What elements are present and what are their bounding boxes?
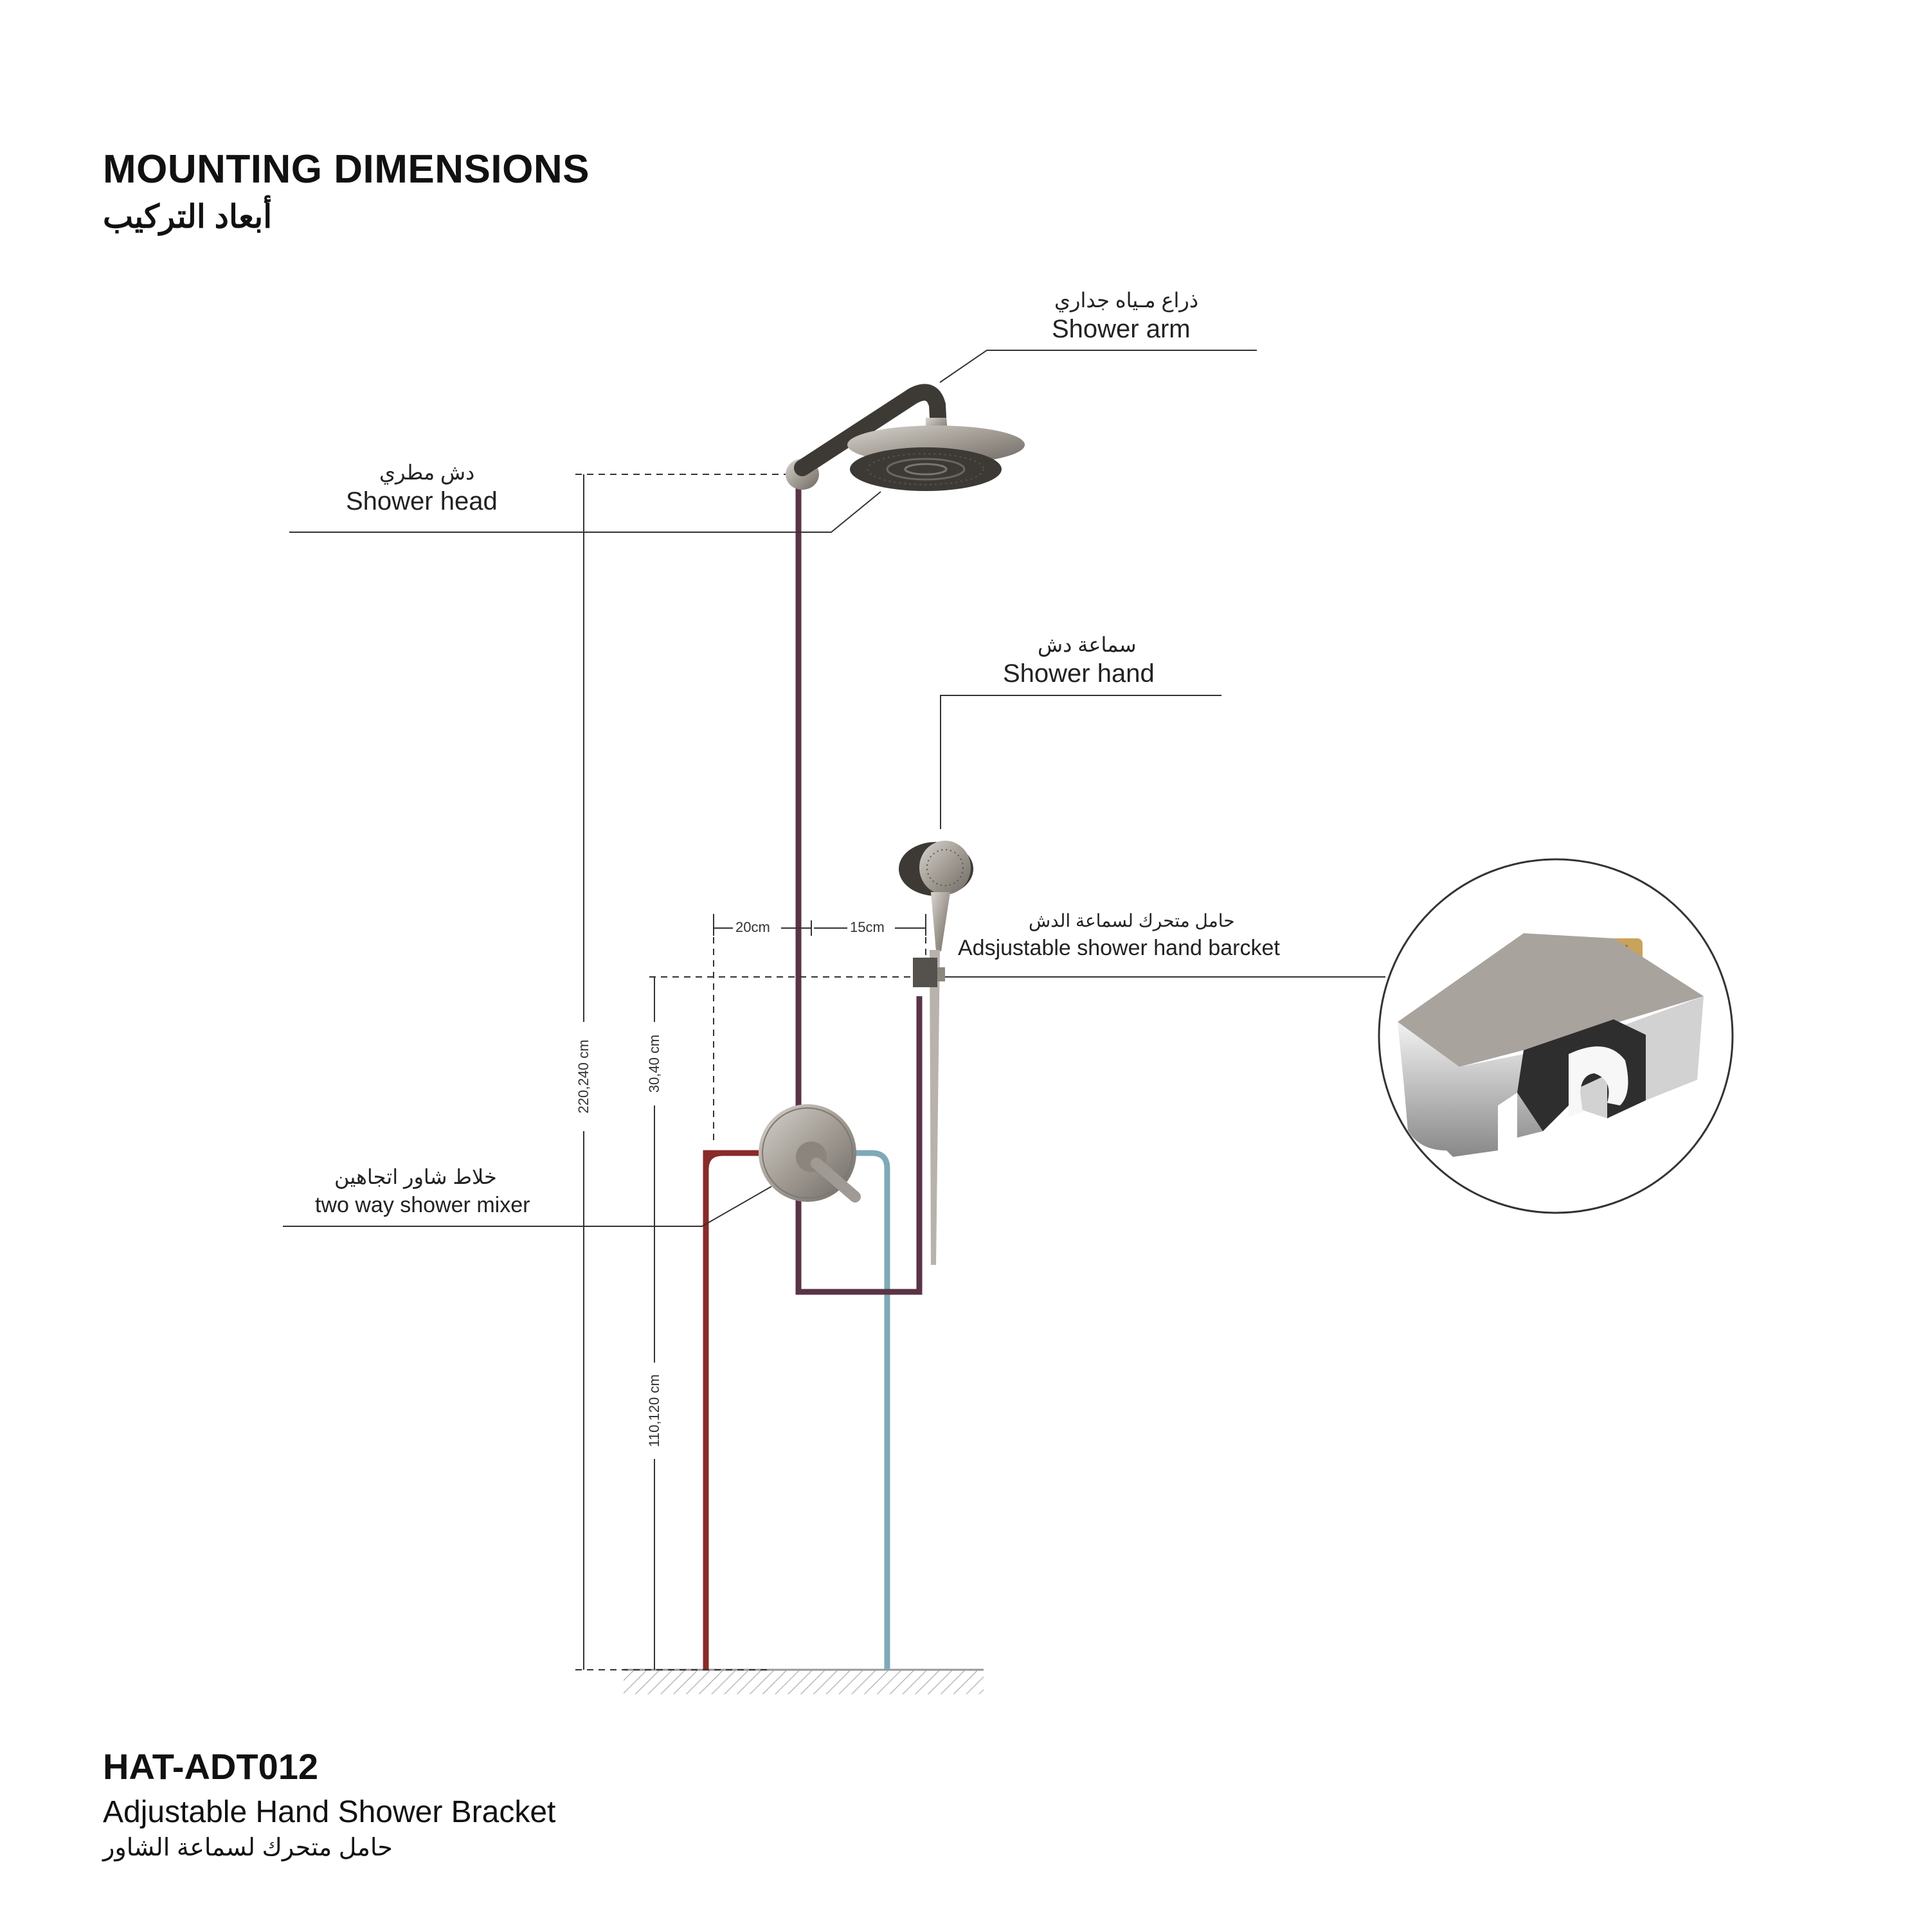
dimension-mixer-height: 110,120 cm bbox=[646, 1374, 662, 1447]
floor bbox=[624, 1670, 984, 1694]
bracket-detail-render bbox=[1398, 933, 1704, 1157]
product-name: Adjustable Hand Shower Bracket bbox=[103, 1795, 556, 1829]
bracket-label: Adsjustable shower hand barcket bbox=[958, 936, 1280, 960]
shower-arm-label: Shower arm bbox=[1052, 315, 1191, 343]
page-title-arabic: أبعاد التركيب bbox=[103, 199, 273, 235]
shower-head bbox=[847, 425, 1025, 491]
dimension-bracket-height: 30,40 cm bbox=[646, 1034, 662, 1093]
shower-head-label-ar: دش مطري bbox=[379, 461, 475, 484]
page-title: MOUNTING DIMENSIONS bbox=[103, 147, 590, 192]
mixer-label-ar: خلاط شاور اتجاهين bbox=[334, 1165, 497, 1188]
shower-head-label: Shower head bbox=[346, 487, 498, 515]
hand-shower bbox=[899, 841, 973, 1265]
cold-pipe bbox=[836, 1150, 890, 1670]
model-number: HAT-ADT012 bbox=[103, 1746, 319, 1787]
dashed-guides bbox=[575, 474, 926, 1670]
shower-mixer bbox=[759, 1104, 861, 1203]
hot-pipe-bend bbox=[703, 1150, 759, 1170]
shower-arm-label-ar: ذراع مـياه جداري bbox=[1054, 289, 1199, 312]
shower-hand-label-ar: سماعة دش bbox=[1038, 633, 1137, 656]
mixed-pipe-loop bbox=[795, 996, 923, 1295]
dimension-offset-left: 20cm bbox=[735, 919, 770, 935]
shower-hand-label: Shower hand bbox=[1003, 659, 1155, 688]
bracket-label-ar: حامل متحرك لسماعة الدش bbox=[1029, 911, 1235, 931]
hot-pipe bbox=[703, 1150, 759, 1670]
mixer-label: two way shower mixer bbox=[315, 1193, 530, 1217]
leader-lines bbox=[283, 350, 1385, 1227]
dimension-lines bbox=[583, 474, 926, 1670]
dimension-total-height: 220,240 cm bbox=[575, 1039, 591, 1114]
dimension-offset-right: 15cm bbox=[850, 919, 885, 935]
product-name-arabic: حامل متحرك لسماعة الشاور bbox=[103, 1834, 393, 1861]
